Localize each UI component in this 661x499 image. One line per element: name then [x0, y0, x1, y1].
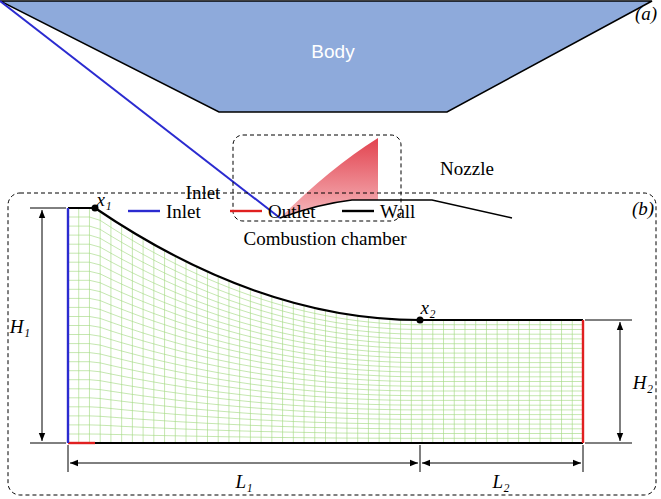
top-wall: [68, 208, 583, 320]
legend-text: Inlet: [166, 202, 201, 221]
panel-frame: [8, 193, 656, 495]
dimension-label: H₂: [633, 373, 653, 392]
dimension-label: L₁: [235, 472, 252, 491]
body-shape: [0, 1, 652, 112]
panel-tag: (a): [635, 4, 657, 23]
legend-line: [128, 210, 160, 212]
legend-text: Outlet: [268, 202, 316, 221]
point-x2: [417, 317, 424, 324]
body-label: Body: [311, 41, 354, 63]
bottom-outlet: [68, 442, 95, 444]
part-label: Nozzle: [440, 159, 494, 178]
point-label: x₂: [420, 298, 435, 317]
inlet-ramp: [0, 1, 280, 218]
bottom-wall: [95, 442, 583, 444]
part-label: Inlet: [186, 183, 221, 202]
dimension-label: L₂: [492, 472, 509, 491]
panel-tag: (b): [632, 199, 654, 218]
inlet-boundary: [67, 208, 69, 443]
part-label: Combustion chamber: [243, 229, 406, 248]
legend-line: [230, 210, 262, 212]
zoom-box: [233, 135, 401, 221]
dimension-label: H₁: [10, 317, 30, 336]
body-label-box: Body: [311, 41, 354, 63]
outlet-boundary: [582, 320, 584, 443]
dimensions: [30, 208, 632, 472]
point-label: x₁: [96, 190, 111, 209]
mesh: [68, 208, 583, 443]
legend-line: [342, 210, 374, 212]
legend-text: Wall: [380, 202, 415, 221]
